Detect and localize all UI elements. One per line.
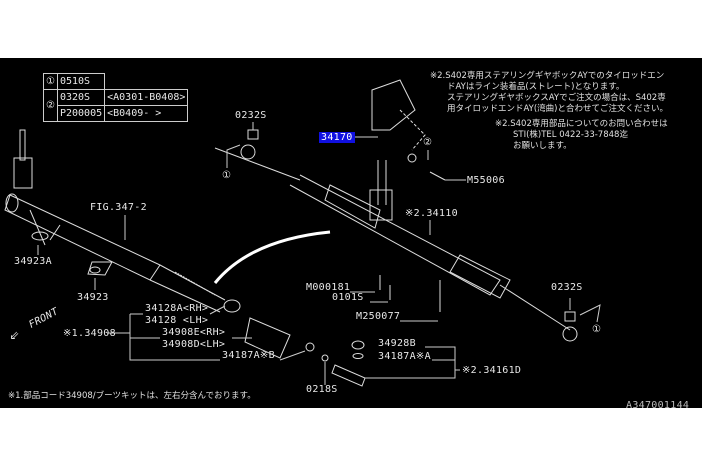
part-label-m000181[interactable]: M000181 (306, 282, 351, 293)
table-row: ① 0510S (43, 73, 188, 90)
part-reference-table: ① 0510S ② 0320S <A0301-B0408> P200005 <B… (43, 73, 189, 122)
part-label-34110[interactable]: ※2.34110 (405, 208, 458, 219)
part-label-34128a[interactable]: 34128A<RH> (145, 303, 209, 314)
diagram-id: A347001144 (626, 400, 690, 411)
part-label-0232s-left[interactable]: 0232S (235, 110, 267, 121)
note-line: ドAYはライン装着品(ストレート)となります。 (447, 82, 625, 92)
part-label-34170-selected[interactable]: 34170 (319, 132, 355, 143)
ref-cell: ① (43, 73, 58, 90)
table-row: P200005 <B0409- > (44, 105, 189, 122)
part-cell: 0320S (56, 89, 106, 106)
part-label-m250077[interactable]: M250077 (356, 311, 401, 322)
note-line: 用タイロッドエンドAY(湾曲)と合わせてご注文ください。 (447, 104, 668, 114)
boot-illustration (223, 299, 366, 387)
fig-reference-link[interactable]: FIG.347-2 (90, 202, 147, 213)
part-label-m55006[interactable]: M55006 (467, 175, 505, 186)
part-label-0218s[interactable]: 0218S (306, 384, 338, 395)
note-boot-kit: ※1.部品コード34908/ブーツキットは、左右分含んでおります。 (8, 391, 256, 401)
ref-cell: ② (43, 89, 58, 122)
ref-circle-1-right: ① (592, 324, 602, 335)
part-cell: P200005 (56, 105, 106, 122)
parts-diagram: ① 0510S ② 0320S <A0301-B0408> P200005 <B… (0, 58, 702, 411)
part-label-34187a-b[interactable]: 34187A※B (222, 350, 275, 361)
ref-circle-2: ② (423, 137, 433, 148)
front-arrow-icon: ⇙ (10, 324, 20, 343)
part-label-34908[interactable]: ※1.34908 (63, 328, 116, 339)
part-label-34928b[interactable]: 34928B (378, 338, 416, 349)
table-row: ② 0320S <A0301-B0408> (43, 89, 189, 122)
part-label-34908d[interactable]: 34908D<LH> (162, 339, 226, 350)
steering-gear-drawing (4, 79, 601, 387)
part-label-34128[interactable]: 34128 <LH> (145, 315, 209, 326)
part-label-34908e[interactable]: 34908E<RH> (162, 327, 226, 338)
note-line: STI(株)TEL 0422-33-7848迄 (513, 130, 628, 140)
note-line: お願いします。 (513, 141, 572, 151)
left-gearbox-illustration (4, 129, 226, 313)
note-line: ※2.S402専用部品についてのお問い合わせは (495, 119, 668, 129)
part-label-0101s[interactable]: 0101S (332, 292, 364, 303)
note-line: ※2.S402専用ステアリングギヤボックAYでのタイロッドエン (430, 71, 665, 81)
ref-circle-1-left: ① (222, 170, 232, 181)
part-label-0232s-right[interactable]: 0232S (551, 282, 583, 293)
note-line: ステアリングギヤボックスAYでご注文の場合は、S402専 (447, 93, 666, 103)
part-label-34161d[interactable]: ※2.34161D (462, 365, 522, 376)
part-cell: 0510S (56, 73, 106, 90)
range-cell (104, 73, 188, 90)
range-cell: <A0301-B0408> (104, 89, 189, 106)
part-label-34923[interactable]: 34923 (77, 292, 109, 303)
part-label-34923a[interactable]: 34923A (14, 256, 52, 267)
leader-lines (37, 122, 601, 385)
part-label-34187a-a[interactable]: 34187A※A (378, 351, 431, 362)
range-cell: <B0409- > (104, 105, 189, 122)
